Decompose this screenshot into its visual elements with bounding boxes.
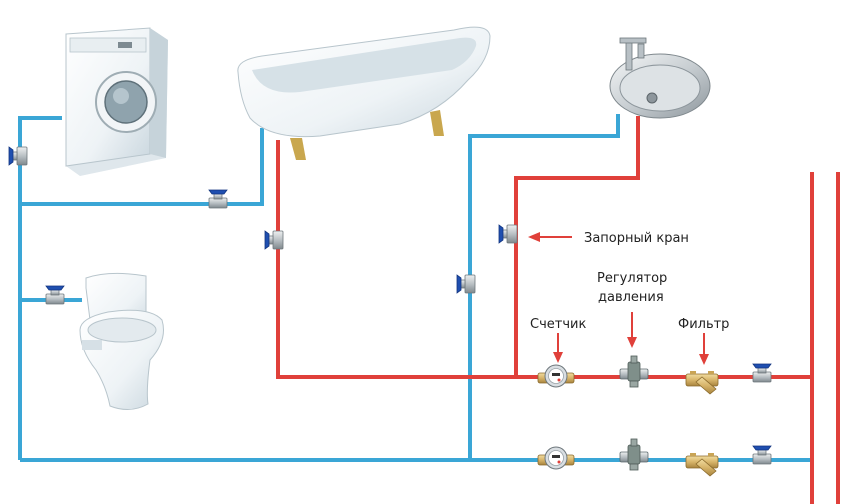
valve-icon [264, 230, 284, 250]
water-meter-icon [537, 364, 575, 388]
valve-icon [8, 146, 28, 166]
toilet-icon [79, 272, 164, 410]
arrow-filter [699, 333, 709, 365]
label-pressure-regulator-line1: Регулятор [597, 271, 667, 286]
bathtub-icon [237, 26, 491, 160]
arrow-meter [553, 333, 563, 363]
label-shutoff-valve: Запорный кран [584, 231, 689, 246]
label-pressure-regulator-line2: давления [598, 290, 664, 305]
pressure-regulator-icon [619, 355, 649, 388]
valve-icon [456, 274, 476, 294]
valve-icon [208, 189, 228, 209]
water-meter-icon [537, 446, 575, 470]
sink-icon [609, 37, 711, 119]
label-meter: Счетчик [530, 317, 586, 332]
valve-icon [498, 224, 518, 244]
cold-water-pipes [18, 114, 812, 462]
arrow-pressure-regulator [627, 312, 637, 348]
filter-icon [685, 452, 719, 477]
valve-icon [752, 445, 772, 465]
valve-icon [752, 363, 772, 383]
filter-icon [685, 370, 719, 395]
valve-icon [45, 285, 65, 305]
arrow-shutoff-valve [528, 232, 572, 242]
pressure-regulator-icon [619, 438, 649, 471]
label-filter: Фильтр [678, 317, 729, 332]
washing-machine-icon [65, 27, 168, 176]
